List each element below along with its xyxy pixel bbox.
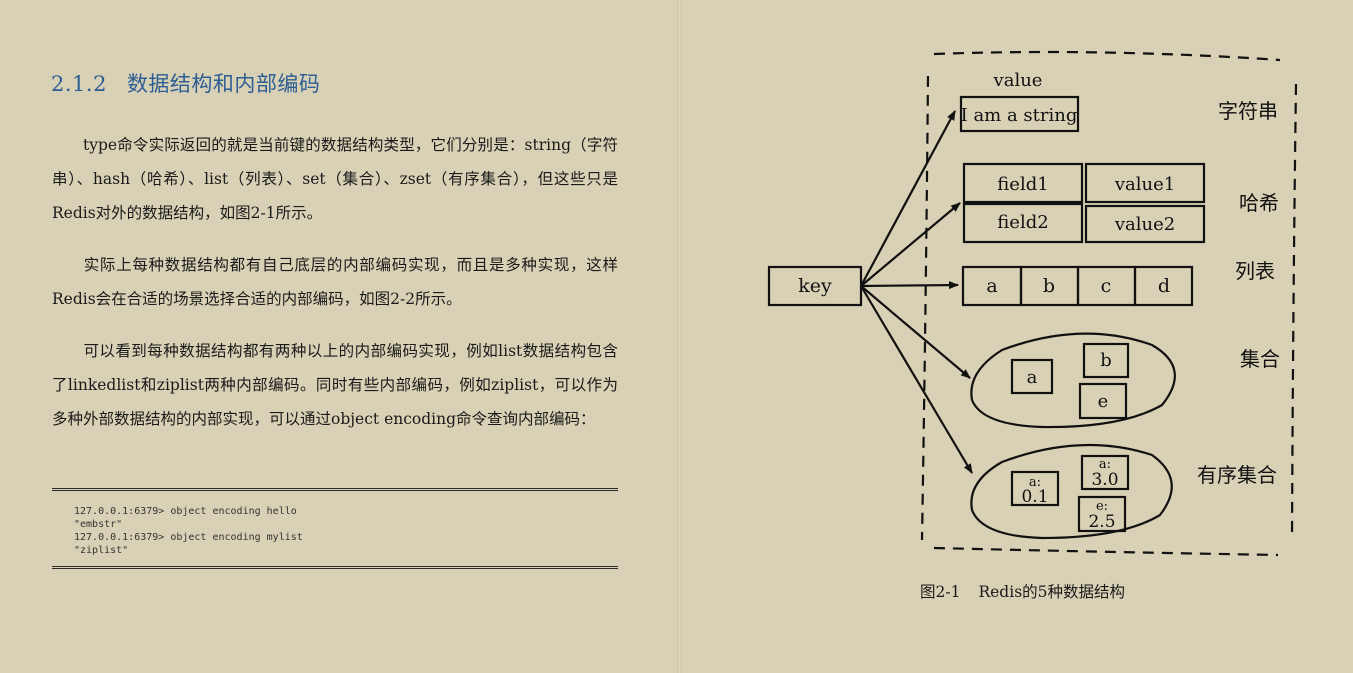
section-number: 2.1.2 bbox=[51, 72, 107, 96]
zset-member: e: bbox=[1096, 499, 1108, 514]
hash-type-label: 哈希 bbox=[1239, 191, 1279, 215]
figure-number: 图2-1 bbox=[920, 583, 961, 601]
string-structure: I am a string 字符串 bbox=[959, 95, 1278, 133]
list-item: c bbox=[1101, 275, 1112, 297]
right-page: value key I am a string 字符串 bbox=[682, 0, 1353, 673]
value-label: value bbox=[993, 70, 1043, 91]
zset-member: a: bbox=[1099, 457, 1111, 472]
hash-value-2: value2 bbox=[1114, 214, 1175, 235]
page-gutter bbox=[677, 0, 682, 673]
hash-structure bbox=[962, 162, 1206, 244]
section-heading: 2.1.2 数据结构和内部编码 bbox=[51, 68, 320, 98]
section-title: 数据结构和内部编码 bbox=[126, 72, 321, 96]
figure-caption: 图2-1 Redis的5种数据结构 bbox=[920, 580, 1125, 602]
set-member: b bbox=[1100, 350, 1112, 371]
code-block: 127.0.0.1:6379> object encoding hello "e… bbox=[52, 488, 618, 569]
redis-data-structures-figure: value key I am a string 字符串 bbox=[767, 50, 1298, 557]
code-line: 127.0.0.1:6379> object encoding hello bbox=[74, 506, 297, 517]
zset-score: 0.1 bbox=[1021, 487, 1048, 507]
hash-field-2: field2 bbox=[997, 212, 1048, 233]
list-structure bbox=[961, 265, 1194, 307]
zset-score: 3.0 bbox=[1091, 470, 1118, 490]
list-item: b bbox=[1043, 275, 1055, 297]
paragraph-1: type命令实际返回的就是当前键的数据结构类型，它们分别是：string（字符串… bbox=[52, 136, 618, 222]
paragraph-2: 实际上每种数据结构都有自己底层的内部编码实现，而且是多种实现，这样Redis会在… bbox=[52, 256, 618, 308]
hash-value-1: value1 bbox=[1114, 174, 1175, 195]
paragraph-3: 可以看到每种数据结构都有两种以上的内部编码实现，例如list数据结构包含了lin… bbox=[52, 342, 618, 428]
arrows bbox=[860, 110, 973, 474]
zset-type-label: 有序集合 bbox=[1197, 463, 1277, 487]
dashed-frame bbox=[920, 50, 1298, 557]
zset-structure bbox=[970, 443, 1173, 540]
list-item: d bbox=[1158, 275, 1170, 297]
set-member: e bbox=[1098, 391, 1109, 412]
left-page: 2.1.2 数据结构和内部编码 type命令实际返回的就是当前键的数据结构类型，它… bbox=[51, 68, 618, 569]
code-line: "ziplist" bbox=[74, 545, 129, 556]
list-item: a bbox=[986, 275, 997, 297]
zset-score: 2.5 bbox=[1088, 512, 1115, 532]
key-box: key bbox=[767, 265, 863, 307]
code-line: 127.0.0.1:6379> object encoding mylist bbox=[74, 532, 303, 543]
string-value: I am a string bbox=[961, 105, 1078, 126]
figure-title: Redis的5种数据结构 bbox=[978, 583, 1126, 601]
key-label: key bbox=[798, 275, 832, 297]
code-line: "embstr" bbox=[74, 519, 123, 530]
hash-field-1: field1 bbox=[997, 174, 1048, 195]
zset-member: a: bbox=[1029, 475, 1041, 490]
set-structure bbox=[970, 332, 1176, 429]
list-type-label: 列表 bbox=[1235, 259, 1275, 283]
string-type-label: 字符串 bbox=[1218, 99, 1278, 123]
set-member: a bbox=[1027, 367, 1038, 388]
set-type-label: 集合 bbox=[1240, 347, 1280, 371]
